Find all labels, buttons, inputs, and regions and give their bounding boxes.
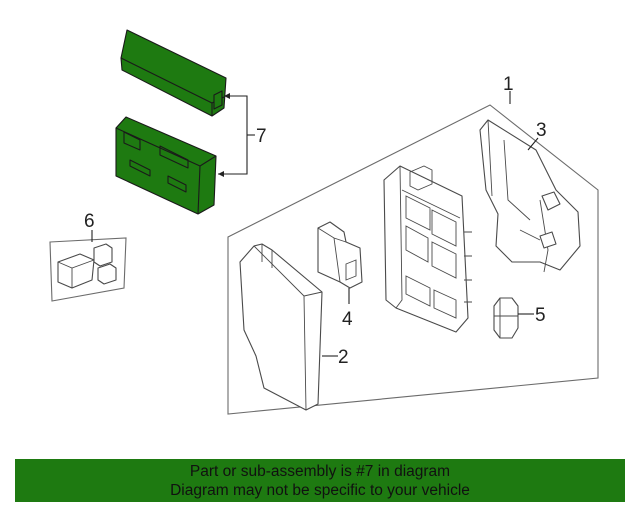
part-2-cover[interactable] [239,243,323,411]
callout-6: 6 [84,211,95,232]
leader-3 [527,137,539,151]
part-7-upper-cover[interactable] [120,29,227,117]
callout-2: 2 [338,347,349,368]
part-3-bracket[interactable] [479,119,581,273]
callout-5: 5 [535,305,546,326]
part-6-relay[interactable] [57,243,117,289]
part-1-outline [227,104,599,415]
parts-diagram: 7 6 1 3 4 [49,29,599,415]
banner-line-2: Diagram may not be specific to your vehi… [170,482,470,499]
part-4-relay[interactable] [317,221,363,289]
part-7-lower-box[interactable] [115,116,217,215]
callout-7: 7 [256,126,267,147]
part-6-outline [49,237,127,302]
callout-4: 4 [342,309,353,330]
callout-1: 1 [503,74,514,95]
arrow-7-bottom [218,171,224,177]
fuse-box-body[interactable] [383,165,472,333]
info-banner: Part or sub-assembly is #7 in diagram Di… [15,459,625,502]
callout-3: 3 [536,120,547,141]
banner-line-1: Part or sub-assembly is #7 in diagram [189,463,451,480]
arrow-7-top [224,93,230,99]
part-5-connector[interactable] [493,297,519,339]
